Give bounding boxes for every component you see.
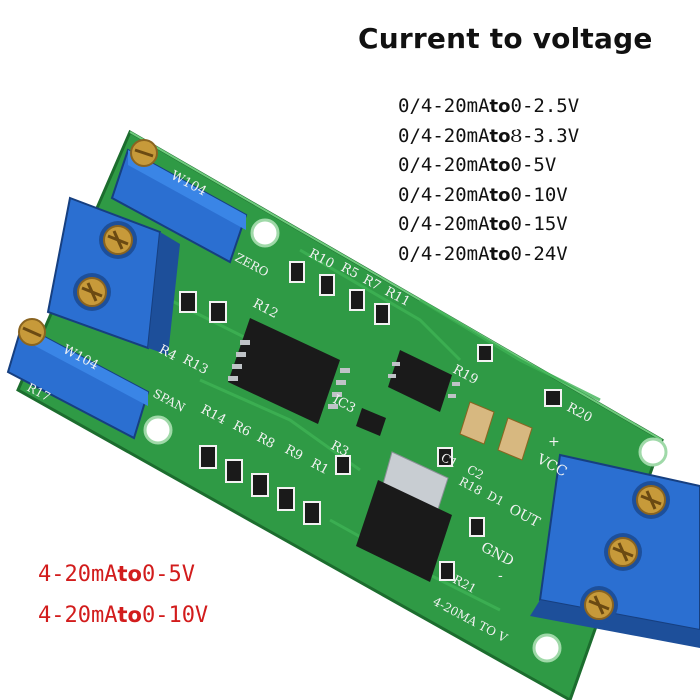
silk-r7: R7: [360, 272, 383, 294]
silk-r8: R8: [254, 430, 277, 452]
page-title: Current to voltage: [358, 22, 653, 55]
ic-chip-soic14: [228, 318, 350, 424]
highlight-list: 4-20mAto0-5V 4-20mAto0-10V: [38, 554, 208, 636]
transistor: [356, 408, 386, 436]
silk-r4: R4: [156, 342, 179, 364]
output-terminal-block: [530, 453, 700, 648]
silk-c1: C1: [439, 450, 460, 470]
trimmer-pot-top[interactable]: [110, 139, 248, 264]
spec-item: 0/4-20mAto0-5V: [398, 154, 557, 176]
input-terminal-block: [46, 196, 180, 355]
silk-r1: R1: [308, 456, 331, 478]
mounting-hole: [250, 218, 280, 248]
silk-minus: -: [498, 568, 503, 584]
spec-item: 0/4-20mAto0-15V: [398, 213, 568, 235]
mounting-hole: [532, 633, 562, 663]
spec-item: 0/4-20mAtoȢ-3.3V: [398, 124, 580, 147]
spec-item: 0/4-20mAto0-2.5V: [398, 95, 580, 117]
highlight-item: 4-20mAto0-10V: [38, 603, 209, 628]
silk-r3: R3: [328, 438, 351, 460]
spec-list: 0/4-20mAto0-2.5V 0/4-20mAtoȢ-3.3V 0/4-20…: [398, 92, 579, 269]
silk-r9: R9: [282, 442, 305, 464]
spec-item: 0/4-20mAto0-10V: [398, 183, 568, 206]
mounting-hole: [143, 415, 173, 445]
silk-r6: R6: [230, 418, 253, 440]
silk-c2: C2: [465, 462, 486, 482]
silk-r5: R5: [338, 260, 361, 282]
highlight-item: 4-20mAto0-5V: [38, 562, 195, 587]
spec-item: 0/4-20mAto0-24V: [398, 242, 568, 265]
voltage-regulator: [356, 451, 452, 582]
mounting-hole: [638, 437, 668, 467]
ic-chip-soic8: [388, 350, 460, 412]
silk-plus: +: [548, 434, 560, 450]
trimmer-pot-bottom[interactable]: [6, 318, 150, 440]
capacitor: [459, 401, 533, 461]
